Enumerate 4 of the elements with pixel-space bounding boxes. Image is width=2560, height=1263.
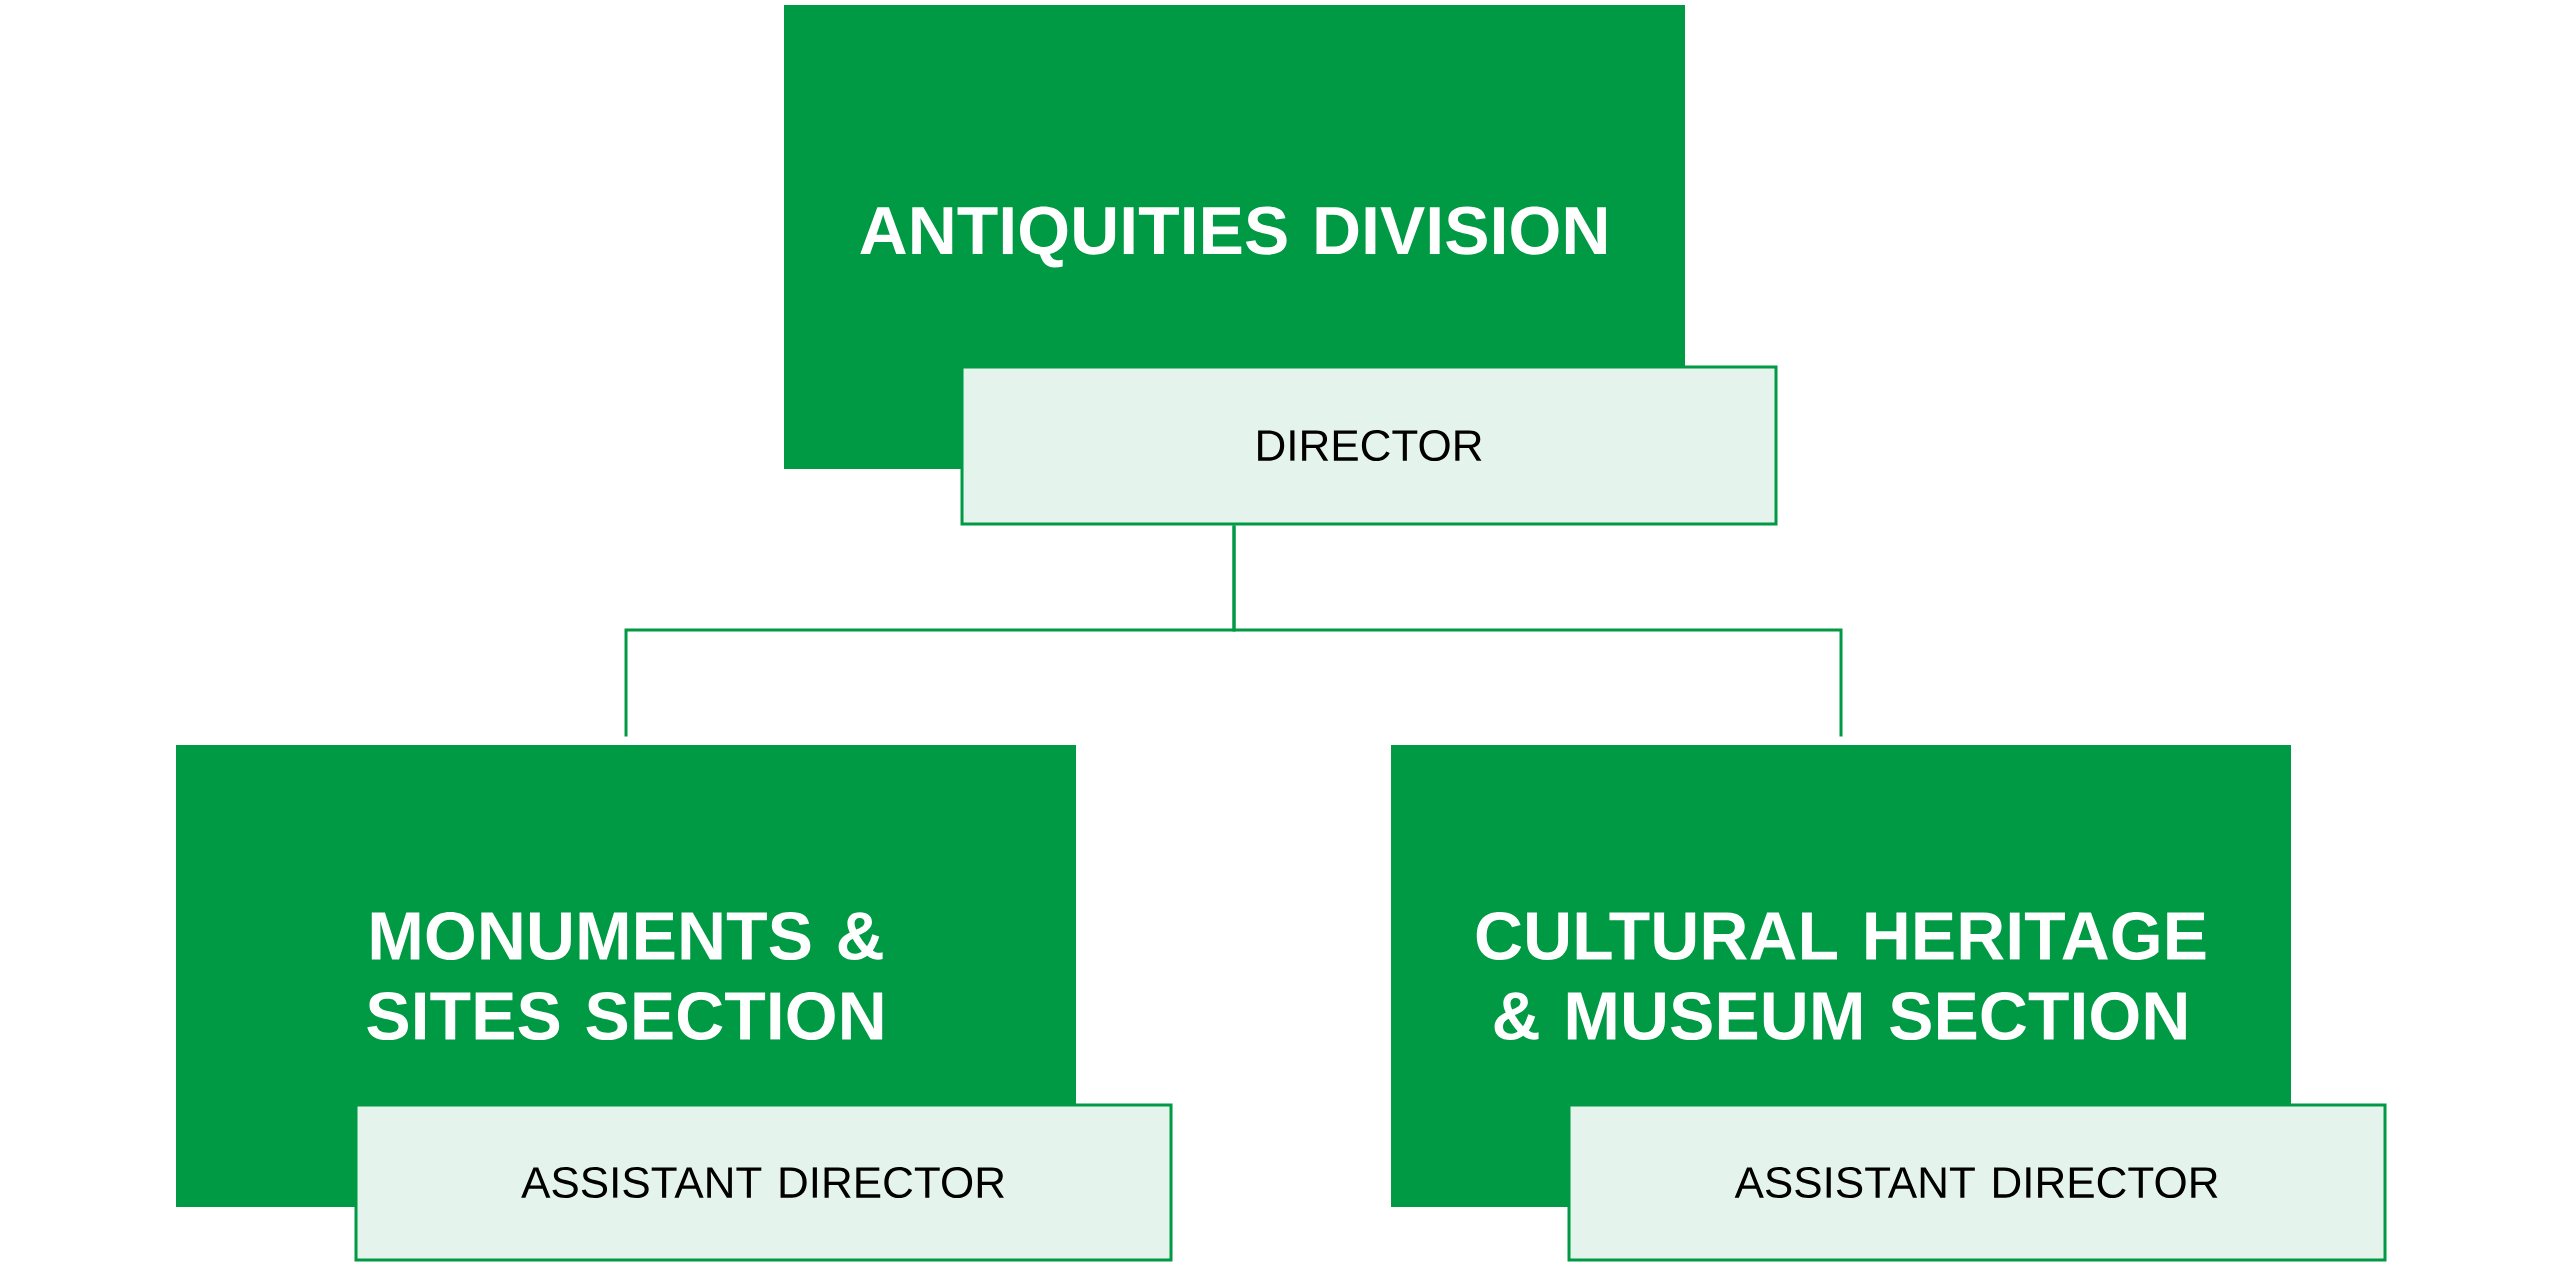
role-box: DIRECTOR [960,365,1778,526]
connector-line [1232,525,1843,737]
role-box: ASSISTANT DIRECTOR [1567,1103,2387,1262]
role-box: ASSISTANT DIRECTOR [354,1103,1173,1262]
